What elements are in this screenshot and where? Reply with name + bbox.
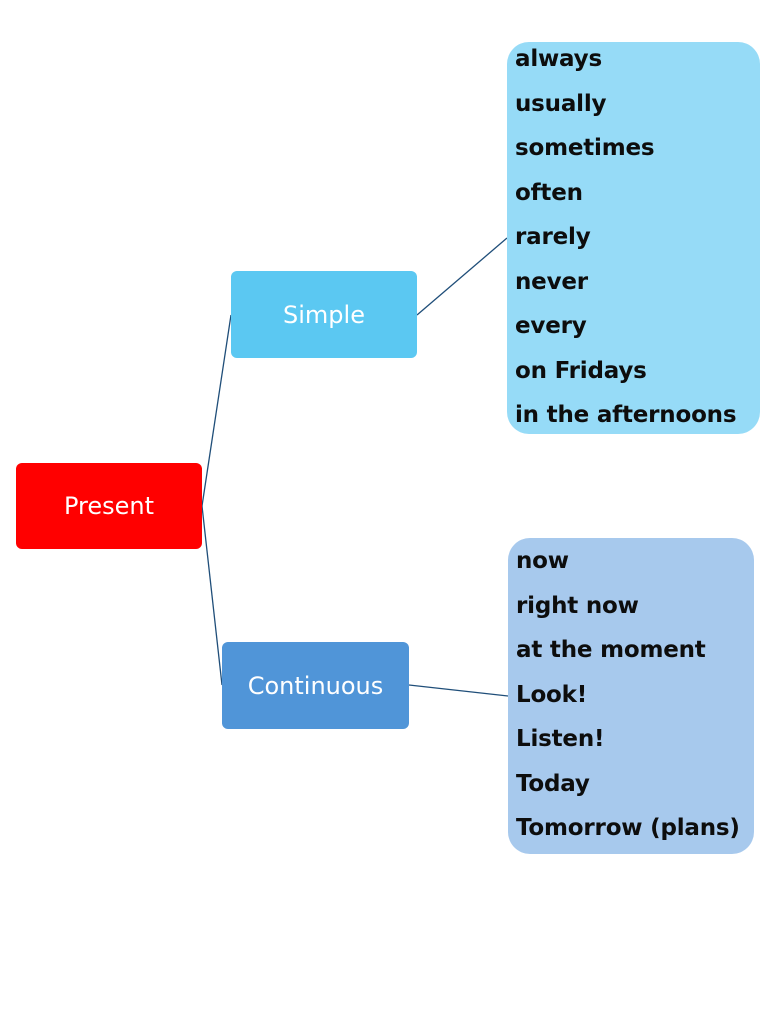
list-item: now	[516, 548, 569, 574]
continuous-words-list: now right now at the moment Look! Listen…	[516, 539, 746, 851]
continuous-node-label: Continuous	[247, 671, 384, 700]
present-node-label: Present	[63, 492, 155, 520]
list-item: usually	[515, 90, 607, 117]
simple-words-list: always usually sometimes often rarely ne…	[515, 37, 752, 438]
simple-node-label: Simple	[283, 300, 365, 329]
simple-node: Simple	[231, 271, 417, 358]
simple-words-box: always usually sometimes often rarely ne…	[507, 42, 760, 434]
connector-present-continuous	[201, 505, 223, 686]
connector-simple-words	[416, 237, 508, 316]
list-item: Tomorrow (plans)	[516, 815, 740, 841]
list-item: at the moment	[516, 637, 706, 663]
list-item: on Fridays	[515, 357, 647, 384]
list-item: in the afternoons	[515, 402, 737, 428]
list-item: rarely	[515, 224, 591, 250]
continuous-node: Continuous	[222, 642, 409, 729]
list-item: Today	[516, 770, 590, 797]
list-item: Look!	[516, 681, 588, 708]
list-item: often	[515, 179, 583, 206]
list-item: never	[515, 268, 588, 295]
continuous-words-box: now right now at the moment Look! Listen…	[508, 538, 754, 854]
list-item: always	[515, 46, 602, 72]
list-item: every	[515, 313, 587, 339]
list-item: right now	[516, 592, 639, 619]
list-item: Listen!	[516, 726, 605, 752]
present-node: Present	[16, 463, 202, 549]
connector-continuous-words	[408, 684, 509, 697]
list-item: sometimes	[515, 135, 655, 161]
connector-present-simple	[201, 314, 232, 507]
